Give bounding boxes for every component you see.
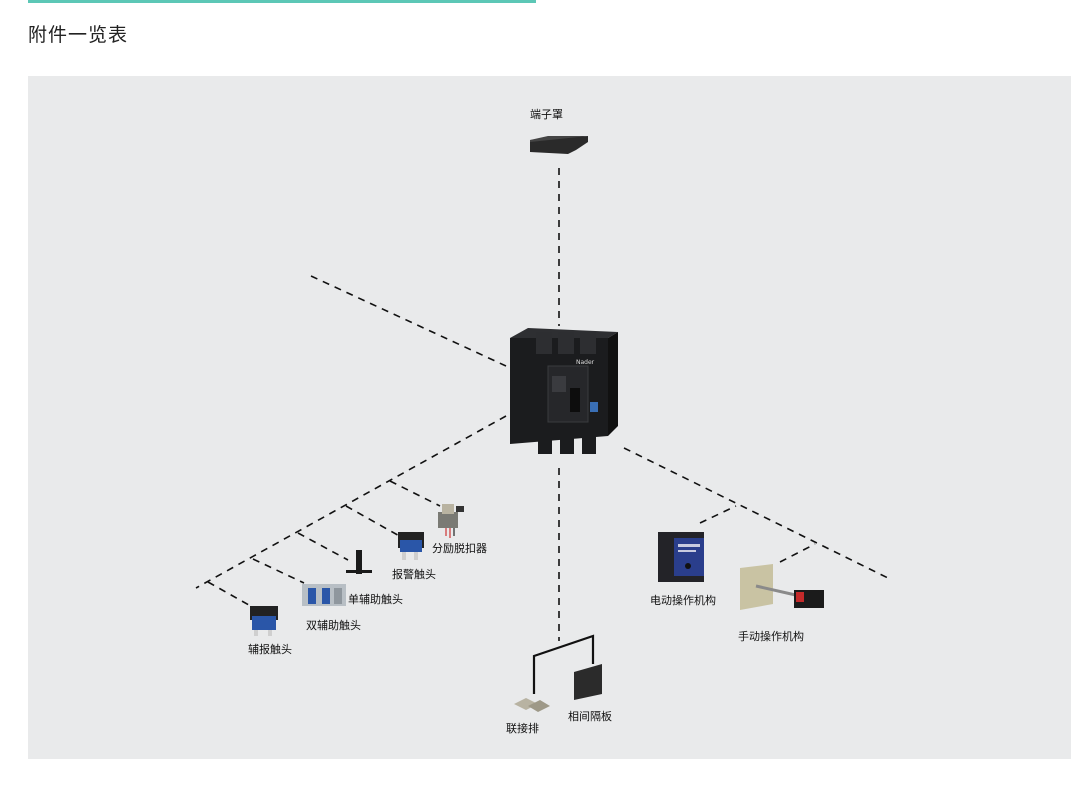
terminal-cover-icon	[530, 136, 588, 154]
label-connection-bar: 联接排	[506, 722, 539, 735]
shunt-release-icon	[438, 504, 464, 538]
aux-alarm-contact-icon	[250, 606, 278, 636]
branch-single-aux	[297, 532, 349, 561]
connector-lines	[195, 168, 889, 641]
accessory-diagram-panel: Nader	[28, 76, 1071, 759]
branch-double-aux	[252, 558, 305, 584]
bottom-bracket	[532, 634, 595, 694]
label-phase-barrier: 相间隔板	[568, 710, 612, 723]
line-to-left-group	[195, 415, 507, 589]
phase-barrier-icon	[574, 664, 602, 700]
line-to-right-group	[623, 447, 889, 579]
alarm-contact-icon	[398, 532, 424, 560]
connection-bar-icon	[514, 698, 550, 712]
motor-operator-icon	[658, 532, 704, 582]
branch-shunt-release	[389, 480, 441, 507]
label-motor-operator: 电动操作机构	[650, 594, 716, 607]
branch-motor-operator	[699, 505, 737, 524]
accessory-diagram: Nader	[195, 136, 889, 712]
label-aux-alarm-contact: 辅报触头	[248, 643, 292, 656]
label-single-aux-contact: 单辅助触头	[348, 593, 403, 606]
page-title: 附件一览表	[28, 24, 129, 46]
label-double-aux-contact: 双辅助触头	[306, 619, 361, 632]
label-terminal-cover: 端子罩	[530, 108, 563, 121]
branch-manual-operator	[779, 543, 816, 563]
label-manual-operator: 手动操作机构	[738, 630, 804, 643]
branch-alarm-contact	[345, 505, 404, 539]
double-aux-contact-icon	[302, 584, 346, 606]
label-alarm-contact: 报警触头	[392, 568, 436, 581]
breaker-brand: Nader	[576, 359, 595, 366]
title-accent-rule	[28, 0, 536, 3]
manual-operator-icon	[740, 564, 824, 610]
label-shunt-release: 分励脱扣器	[432, 542, 487, 555]
circuit-breaker-icon: Nader	[510, 328, 618, 454]
branch-aux-alarm	[207, 581, 257, 610]
line-upper-left	[310, 275, 507, 367]
single-aux-contact-icon	[346, 550, 372, 574]
